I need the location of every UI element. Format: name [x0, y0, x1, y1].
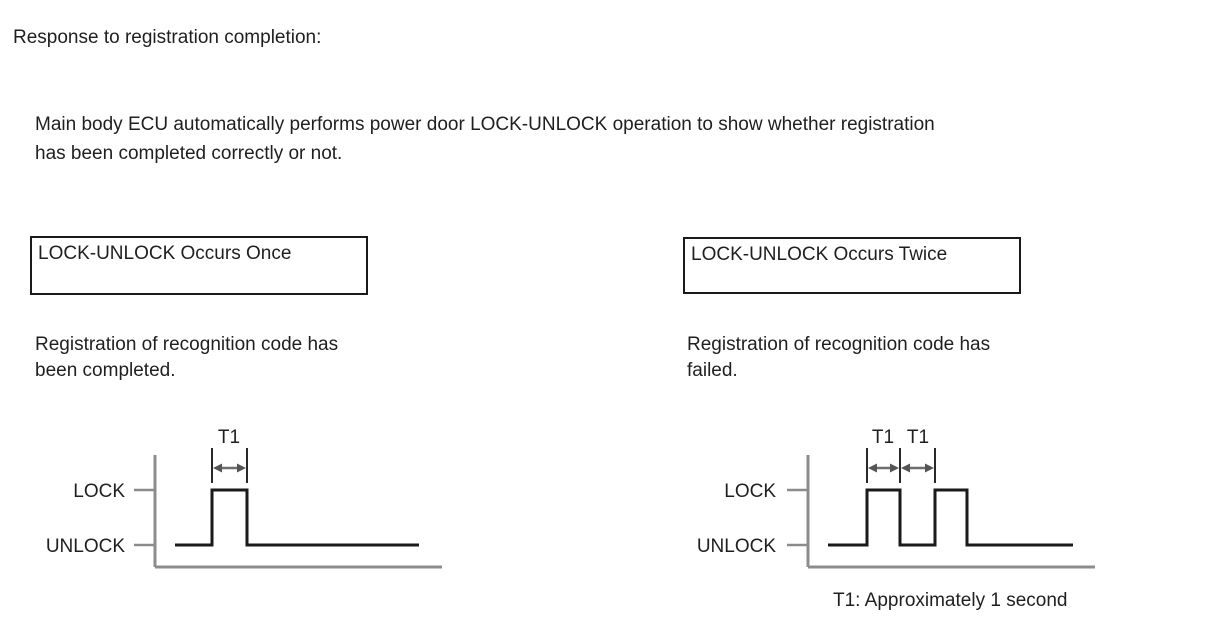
timing-diagram-twice: LOCK UNLOCK T1 T1	[697, 427, 1095, 569]
result-box-twice: LOCK-UNLOCK Occurs Twice	[683, 237, 1021, 294]
caption-failed: Registration of recognition code has fai…	[687, 332, 990, 384]
caption-failed-line-2: failed.	[687, 360, 738, 381]
t1-dimension-label: T1	[218, 427, 240, 448]
t1-definition-note: T1: Approximately 1 second	[833, 590, 1068, 611]
waveform-trace-double-pulse	[828, 488, 1073, 547]
intro-line-2: has been completed correctly or not.	[35, 143, 343, 164]
t1-dimension-label-2: T1	[907, 427, 929, 448]
timing-diagram-once: LOCK UNLOCK T1	[46, 427, 442, 569]
caption-completed-line-2: been completed.	[35, 360, 176, 381]
intro-paragraph: Main body ECU automatically performs pow…	[35, 110, 935, 168]
waveform-trace-single-pulse	[175, 488, 419, 547]
t1-arrowhead-2-left	[901, 463, 910, 473]
t1-dimension-label-1: T1	[872, 427, 894, 448]
lock-label: LOCK	[724, 481, 776, 502]
lock-label: LOCK	[73, 481, 125, 502]
intro-line-1: Main body ECU automatically performs pow…	[35, 114, 935, 135]
unlock-label: UNLOCK	[697, 536, 777, 557]
result-box-once: LOCK-UNLOCK Occurs Once	[30, 236, 368, 295]
t1-arrowhead-2-right	[925, 463, 934, 473]
caption-completed-line-1: Registration of recognition code has	[35, 334, 339, 355]
result-box-twice-label: LOCK-UNLOCK Occurs Twice	[691, 244, 948, 265]
t1-arrowhead-1-left	[868, 463, 877, 473]
t1-arrowhead-left	[213, 463, 222, 473]
t1-arrowhead-1-right	[890, 463, 899, 473]
result-box-once-label: LOCK-UNLOCK Occurs Once	[38, 243, 292, 264]
caption-failed-line-1: Registration of recognition code has	[687, 334, 991, 355]
caption-completed: Registration of recognition code has bee…	[35, 332, 338, 384]
t1-arrowhead-right	[237, 463, 246, 473]
unlock-label: UNLOCK	[46, 536, 126, 557]
page-title: Response to registration completion:	[13, 27, 322, 48]
